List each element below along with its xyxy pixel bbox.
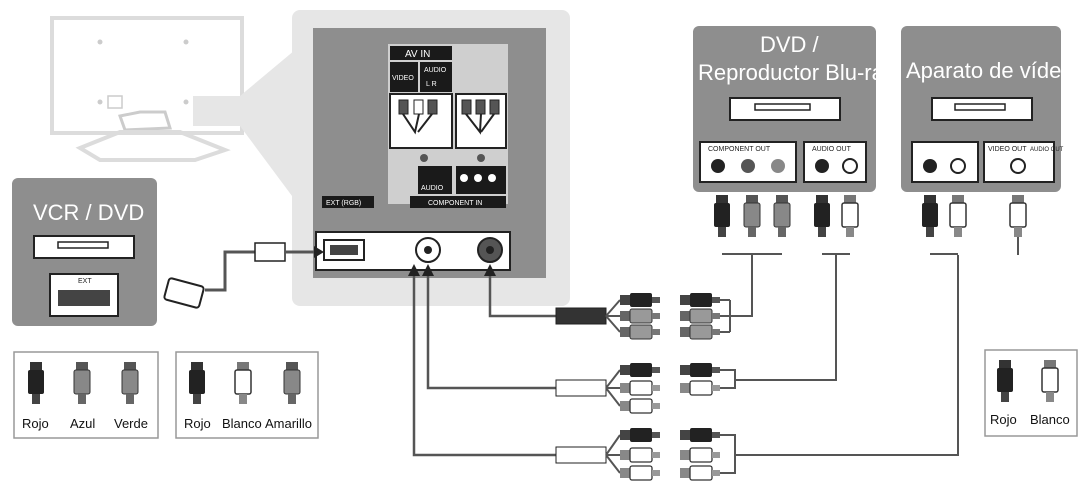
video-out-label: VIDEO OUT [988, 146, 1027, 153]
component-color-legend: Rojo Azul Verde [13, 351, 159, 439]
audio-lr-label-top: L R [426, 81, 437, 88]
av-color-legend: Rojo Blanco Amarillo [175, 351, 319, 439]
component-cable [555, 293, 731, 340]
video-device-plugs [922, 194, 1027, 238]
ext-label: EXT [78, 278, 92, 285]
video-device-panel: Aparato de vídeo VIDEO OUT AUDIO OUT [901, 26, 1074, 192]
av-cable-dvd [555, 363, 736, 414]
legend-rojo-1: Rojo [22, 416, 49, 431]
legend-blanco-1: Blanco [222, 416, 262, 431]
dvd-title-line2: Reproductor Blu-ray [698, 60, 895, 85]
component-in-label: COMPONENT IN [428, 200, 482, 207]
dvd-title-line1: DVD / [760, 32, 820, 57]
legend-rojo-3: Rojo [990, 412, 1017, 427]
ext-rgb-label: EXT (RGB) [326, 200, 361, 207]
device-cable-lines [722, 230, 1019, 456]
tv-cable-lines [412, 270, 560, 457]
audio-label-top: AUDIO [424, 67, 447, 74]
av-in-label: AV IN [405, 49, 430, 60]
legend-verde: Verde [114, 416, 148, 431]
dvd-bluray-panel: DVD / Reproductor Blu-ray COMPONENT OUT … [693, 26, 895, 192]
legend-azul: Azul [70, 416, 95, 431]
vcr-dvd-title: VCR / DVD [33, 200, 144, 225]
legend-blanco-2: Blanco [1030, 412, 1070, 427]
tv-illustration [50, 16, 295, 200]
legend-rojo-2: Rojo [184, 416, 211, 431]
video-label: VIDEO [392, 75, 414, 82]
tv-rear-panel: AV IN VIDEO AUDIO L R AUDIO COMPONENT IN… [292, 10, 570, 306]
av-cable-video [555, 428, 736, 481]
dvd-plugs [714, 194, 859, 238]
legend-amarillo: Amarillo [265, 416, 312, 431]
video-device-title: Aparato de vídeo [906, 58, 1074, 83]
audio-color-legend: Rojo Blanco [984, 349, 1078, 437]
component-out-label: COMPONENT OUT [708, 146, 771, 153]
dvd-audio-out-label: AUDIO OUT [812, 146, 852, 153]
vd-audio-out-label: AUDIO OUT [1030, 147, 1064, 153]
audio-label-bottom: AUDIO [421, 185, 444, 192]
vcr-dvd-panel: VCR / DVD EXT [12, 178, 157, 326]
scart-cable [163, 242, 324, 309]
